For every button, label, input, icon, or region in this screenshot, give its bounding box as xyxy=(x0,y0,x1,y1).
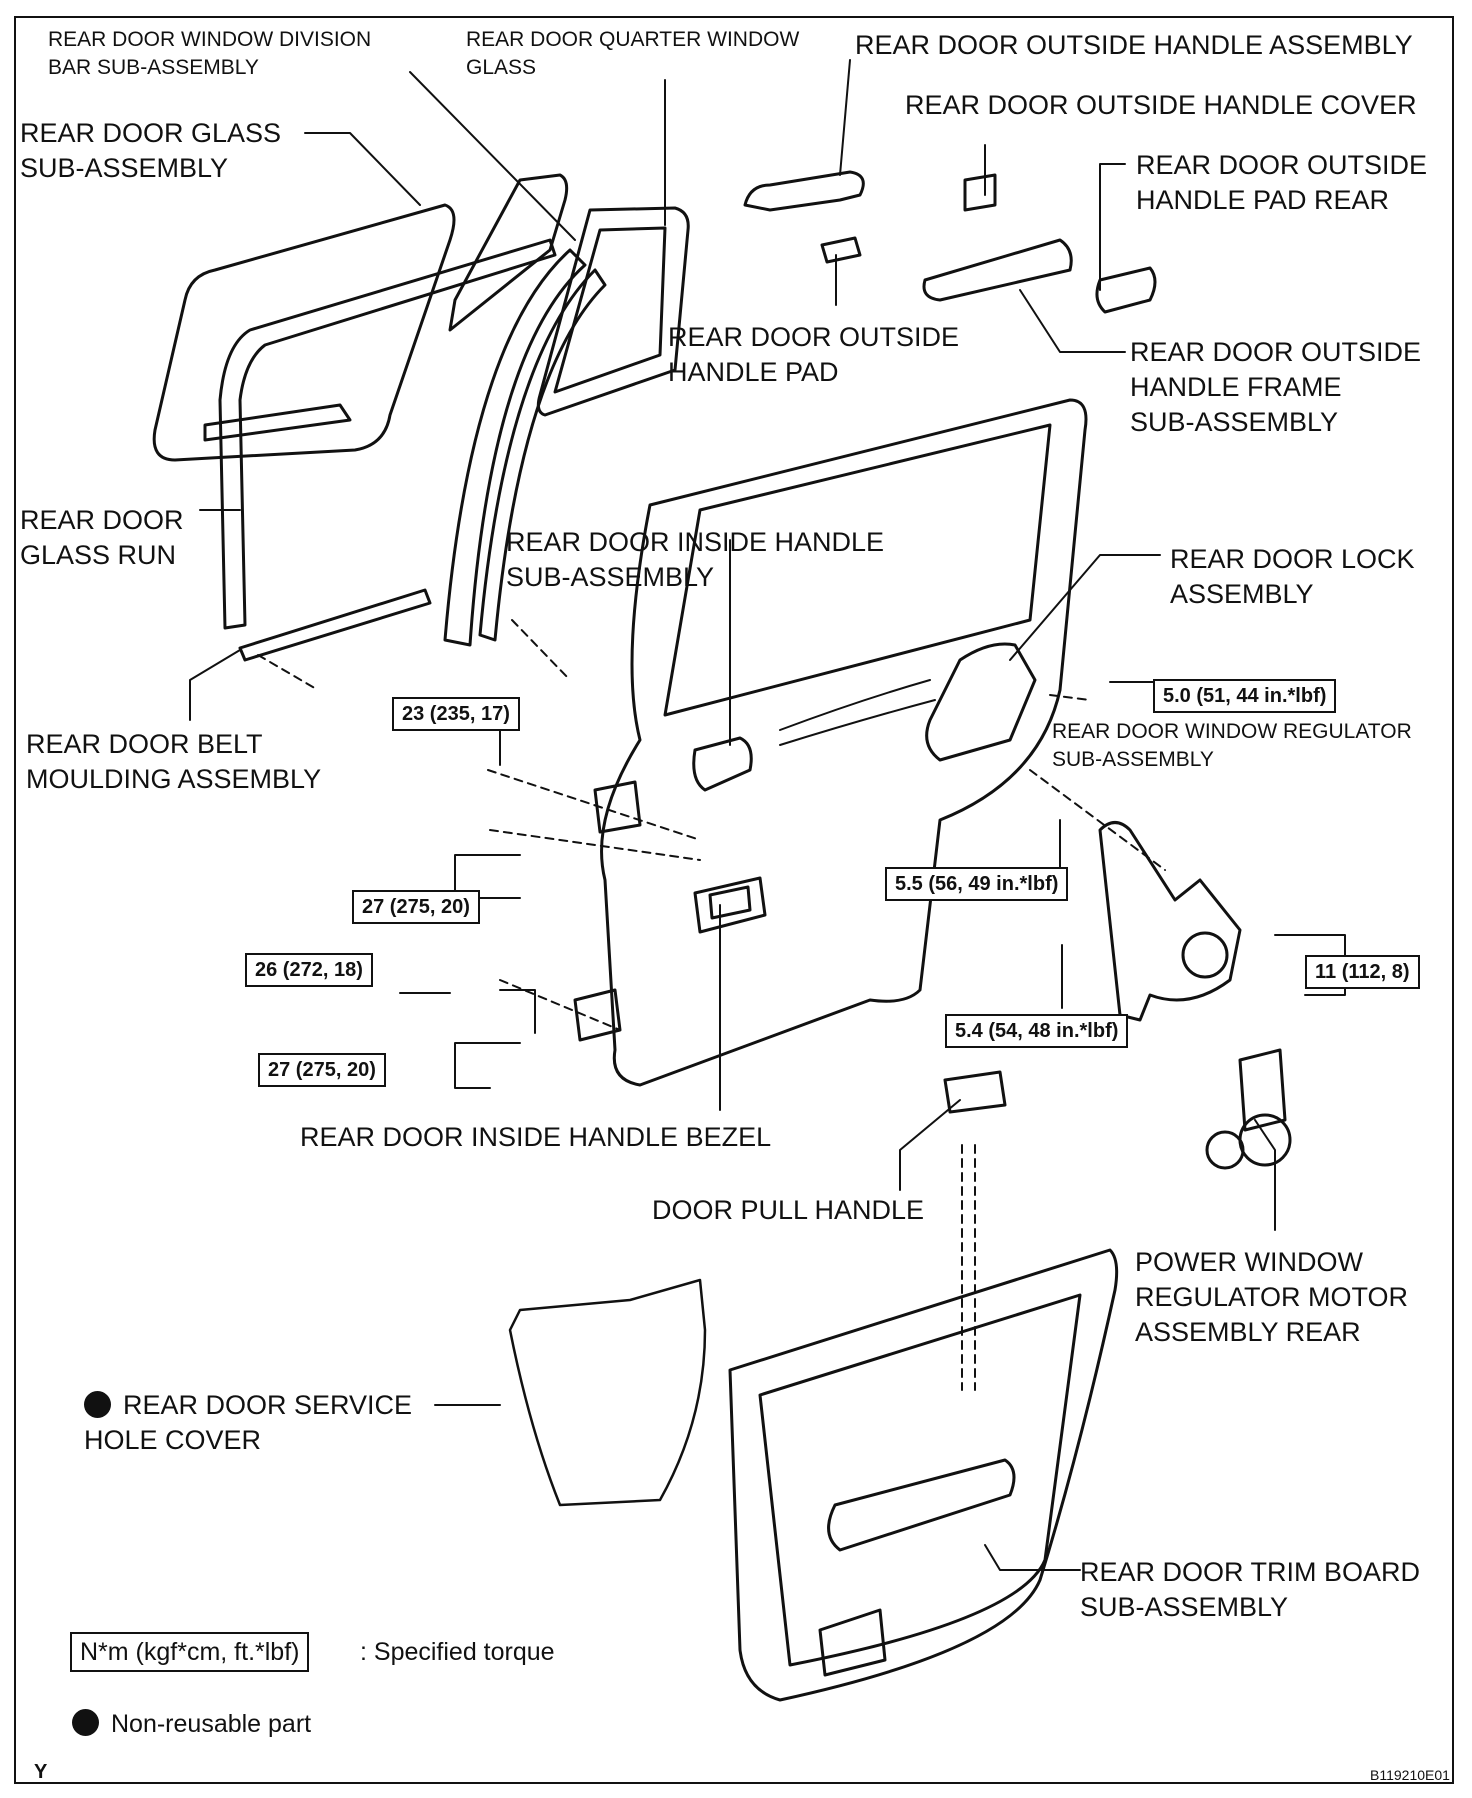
label-lock-assembly: REAR DOOR LOCK ASSEMBLY xyxy=(1170,544,1415,609)
torque-regulator-lower: 5.4 (54, 48 in.*lbf) xyxy=(945,1014,1129,1048)
torque-hinge-bottom-door: 26 (272, 18) xyxy=(245,953,373,987)
rear-door-inside-handle xyxy=(692,736,753,792)
label-outside-handle-pad-rear: REAR DOOR OUTSIDE HANDLE PAD REAR xyxy=(1136,150,1428,215)
rear-door-glass-sub-assembly xyxy=(152,203,456,462)
torque-hinge-top-body: 27 (275, 20) xyxy=(352,890,480,924)
label-inside-handle-sub-assembly: REAR DOOR INSIDE HANDLE SUB-ASSEMBLY xyxy=(506,527,885,592)
rear-door-glass-run xyxy=(218,238,557,630)
outside-handle-parts xyxy=(743,170,1157,314)
label-glass-sub-assembly: REAR DOOR GLASS SUB-ASSEMBLY xyxy=(20,118,282,183)
label-inside-handle-bezel: REAR DOOR INSIDE HANDLE BEZEL xyxy=(300,1122,772,1152)
label-regulator-motor: POWER WINDOW REGULATOR MOTOR ASSEMBLY RE… xyxy=(1135,1247,1409,1347)
label-service-hole-cover: REAR DOOR SERVICE HOLE COVER xyxy=(84,1390,413,1455)
torque-hinge-bottom-body: 27 (275, 20) xyxy=(258,1053,386,1087)
rear-door-window-division-bar xyxy=(443,248,607,647)
legend-torque-description: : Specified torque xyxy=(360,1638,555,1666)
rear-door-inside-handle-bezel xyxy=(693,876,767,934)
figure-code: B119210E01 xyxy=(1370,1767,1450,1783)
power-window-regulator-motor xyxy=(1205,1048,1292,1170)
non-reusable-dot-icon xyxy=(84,1391,111,1418)
rear-door-service-hole-cover xyxy=(508,1278,707,1507)
rear-door-quarter-window-glass xyxy=(448,173,690,417)
torque-lock-screw: 5.0 (51, 44 in.*lbf) xyxy=(1153,679,1337,713)
label-outside-handle-cover: REAR DOOR OUTSIDE HANDLE COVER xyxy=(905,90,1417,120)
label-outside-handle-assembly: REAR DOOR OUTSIDE HANDLE ASSEMBLY xyxy=(855,30,1413,60)
torque-regulator-upper: 5.5 (56, 49 in.*lbf) xyxy=(885,867,1069,901)
label-quarter-window-glass: REAR DOOR QUARTER WINDOW GLASS xyxy=(466,28,800,79)
label-glass-run: REAR DOOR GLASS RUN xyxy=(20,505,184,570)
rear-door-belt-moulding xyxy=(238,588,432,662)
door-pull-handle xyxy=(943,1070,1007,1114)
label-window-division-bar: REAR DOOR WINDOW DIVISION BAR SUB-ASSEMB… xyxy=(48,28,372,79)
label-door-pull-handle: DOOR PULL HANDLE xyxy=(652,1195,925,1225)
legend-torque-unit-box: N*m (kgf*cm, ft.*lbf) xyxy=(70,1632,310,1672)
diagram-frame xyxy=(14,16,1454,1784)
label-trim-board: REAR DOOR TRIM BOARD SUB-ASSEMBLY xyxy=(1080,1557,1421,1622)
non-reusable-dot-icon xyxy=(72,1709,99,1736)
legend-non-reusable: Non-reusable part xyxy=(72,1706,311,1742)
rear-door-window-regulator xyxy=(1098,821,1242,1022)
torque-hinge-top-door: 23 (235, 17) xyxy=(392,697,520,731)
torque-regulator-bolts: 11 (112, 8) xyxy=(1305,955,1420,989)
label-belt-moulding: REAR DOOR BELT MOULDING ASSEMBLY xyxy=(26,729,322,794)
rear-door-lock-assembly xyxy=(779,642,1037,762)
corner-mark: Y xyxy=(34,1761,48,1783)
assembly-dashes xyxy=(257,619,1166,1391)
label-window-regulator: REAR DOOR WINDOW REGULATOR SUB-ASSEMBLY xyxy=(1052,720,1412,771)
rear-door-panel xyxy=(600,398,1088,1087)
rear-door-trim-board xyxy=(728,1248,1119,1702)
label-outside-handle-frame: REAR DOOR OUTSIDE HANDLE FRAME SUB-ASSEM… xyxy=(1130,337,1422,437)
door-hinges xyxy=(573,780,642,1042)
label-outside-handle-pad: REAR DOOR OUTSIDE HANDLE PAD xyxy=(668,322,960,387)
